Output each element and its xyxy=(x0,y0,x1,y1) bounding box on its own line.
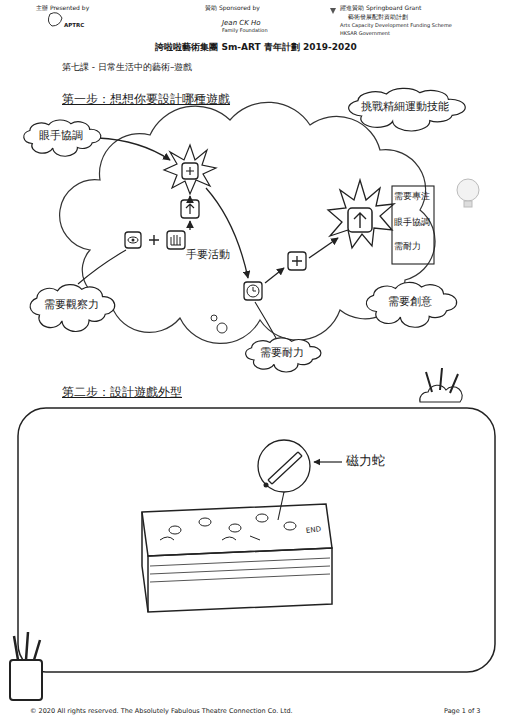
eye-symbol xyxy=(128,237,138,243)
step-heading: 第一步：想想你要設計哪種遊戲 xyxy=(62,93,230,106)
hand-symbol xyxy=(171,235,181,245)
hand-arrow xyxy=(314,461,342,462)
lightbulb xyxy=(457,179,479,201)
game-doodle xyxy=(160,536,260,540)
icon-box xyxy=(181,200,199,218)
sponsor-heading: 贊助 Sponsored by xyxy=(205,5,260,12)
magnet-pen xyxy=(264,483,269,488)
clock-symbol xyxy=(247,285,259,297)
idea-cloud: 需要耐力 xyxy=(242,336,322,368)
idea-cloud: 挑戰精細運動技能 xyxy=(343,86,467,126)
cloud-text: 眼手協調 xyxy=(39,128,83,143)
icon-box xyxy=(348,208,372,232)
icon-box xyxy=(288,252,306,270)
sponsor-heading: 躍進贊助 Springboard Grant xyxy=(340,5,421,12)
handwritten-note: 手要活動 xyxy=(186,249,230,262)
leader-line xyxy=(78,250,126,284)
pencil-doodle xyxy=(426,368,458,393)
cloud-text: 需要觀察力 xyxy=(44,297,99,312)
handwritten-note: 需耐力 xyxy=(394,242,421,252)
eye-symbol xyxy=(132,239,135,242)
idea-cloud: 眼手協調 xyxy=(20,118,102,152)
idea-cloud: 需要創意 xyxy=(362,280,458,322)
idea-cloud: 需要觀察力 xyxy=(26,282,116,326)
cloud-outline xyxy=(30,285,115,332)
explosion-doodle xyxy=(328,180,394,248)
icon-symbol xyxy=(186,204,194,214)
explosion-doodle xyxy=(164,145,216,194)
icon-symbol xyxy=(354,213,366,228)
hand-arrow xyxy=(265,268,284,283)
cloud-outline xyxy=(246,338,321,372)
design-frame xyxy=(18,408,495,672)
lesson-heading: 第七課 - 日常生活中的藝術–遊戲 xyxy=(62,62,192,72)
logo-text: Arts Capacity Development Funding Scheme xyxy=(340,23,452,29)
zoom-circle xyxy=(258,440,310,492)
plus-sign xyxy=(149,235,159,245)
handwritten-note: 磁力蛇 xyxy=(346,454,385,469)
icon-box xyxy=(125,232,141,248)
logo-text: Jean CK Ho xyxy=(222,19,261,27)
cloud-outline xyxy=(24,120,101,156)
icon-box xyxy=(182,163,198,179)
note-box xyxy=(392,186,434,264)
logo-mark xyxy=(48,13,62,26)
lightbulb xyxy=(464,201,472,207)
handwritten-note: END xyxy=(306,525,322,535)
icon-box xyxy=(167,231,185,249)
pencil-cup xyxy=(10,660,42,700)
page-number: Page 1 of 3 xyxy=(444,708,480,715)
logo-text: Family Foundation xyxy=(222,28,268,34)
clock-symbol xyxy=(253,287,256,291)
cloud-text: 挑戰精細運動技能 xyxy=(361,99,449,114)
copyright-footer: © 2020 All rights reserved. The Absolute… xyxy=(30,708,293,715)
game-hole xyxy=(229,524,241,532)
game-hole xyxy=(256,514,268,522)
game-hole xyxy=(169,526,181,534)
cloud-outline xyxy=(366,282,456,327)
logo-text: APTRC xyxy=(64,22,84,28)
plus-sign xyxy=(292,256,302,266)
pencil-doodle xyxy=(14,632,40,660)
game-box-front xyxy=(148,548,332,612)
step-heading: 第二步：設計遊戲外型 xyxy=(62,386,182,399)
cloud-text: 需要創意 xyxy=(388,294,432,309)
hand-arrow xyxy=(189,221,190,230)
hand-arrow xyxy=(206,188,248,278)
sponsor-heading: 主辦 Presented by xyxy=(36,5,89,12)
logo-mark xyxy=(330,8,336,14)
cloud-text: 需要耐力 xyxy=(260,345,304,360)
magnet-pen xyxy=(268,452,302,484)
game-hole xyxy=(199,518,211,526)
logo-text: HKSAR Government xyxy=(340,31,390,37)
hand-arrow xyxy=(189,196,190,199)
leader-line xyxy=(255,302,276,338)
game-box-side xyxy=(142,512,148,612)
game-box-stripes xyxy=(150,558,330,582)
thought-bubble xyxy=(211,315,217,321)
icon-box xyxy=(244,282,262,300)
handwritten-note: 眼手協調 xyxy=(394,218,430,228)
page-title: 誇啦啦藝術集團 Sm-ART 青年計劃 2019-2020 xyxy=(0,42,512,52)
icon-symbol xyxy=(186,167,194,175)
hand-arrow xyxy=(309,238,338,258)
logo-text: 藝術發展配對資助計劃 xyxy=(348,14,408,21)
game-hole xyxy=(284,522,296,530)
handwritten-note: 需要專注 xyxy=(394,192,430,202)
thought-bubble xyxy=(217,323,227,333)
hand-arrow xyxy=(98,138,170,160)
cloud-outline xyxy=(349,88,466,131)
game-box-top xyxy=(142,504,332,556)
